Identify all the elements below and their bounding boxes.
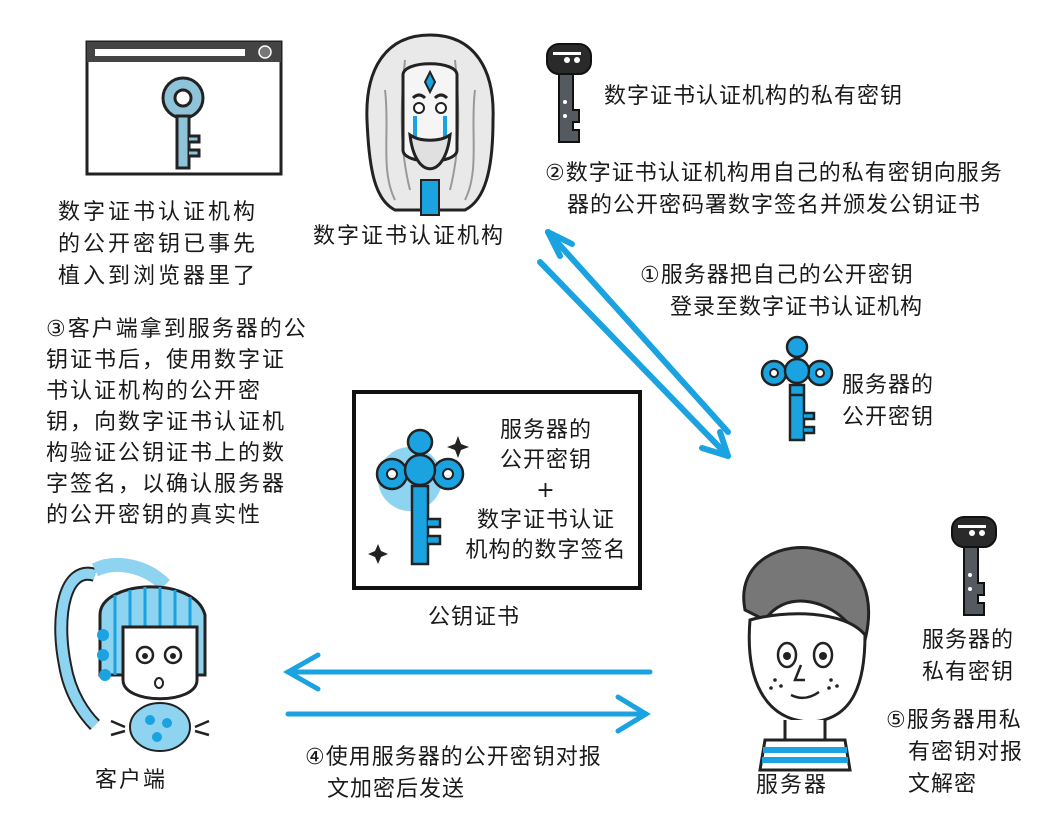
arrow-to-server (537, 259, 731, 459)
browser-window-illustration (85, 40, 283, 176)
arrow-to-client (282, 652, 653, 692)
certificate-label: 公钥证书 (428, 605, 521, 630)
ca-private-key-icon (546, 43, 592, 143)
server-public-key-label: 服务器的 公开密钥 (842, 373, 935, 430)
step3-text: ③客户端拿到服务器的公 钥证书后，使用数字证 书认证机构的公开密 钥，向数字证书… (46, 317, 308, 528)
certificate-key-icon (368, 428, 469, 566)
arrow-to-server-bottom (285, 694, 651, 734)
server-public-key-icon (760, 335, 834, 442)
step2-text: ②数字证书认证机构用自己的私有密钥向服务 器的公开密码署数字签名并颁发公钥证书 (545, 161, 1003, 218)
client-figure-illustration (54, 558, 210, 752)
server-label: 服务器 (756, 773, 829, 798)
step5-text: ⑤服务器用私 有密钥对报 文解密 (886, 708, 1024, 797)
step1-text: ①服务器把自己的公开密钥 登录至数字证书认证机构 (640, 263, 924, 320)
browser-public-key-icon (161, 76, 205, 170)
ca-name-label: 数字证书认证机构 (313, 224, 506, 249)
ca-figure-illustration (365, 33, 495, 216)
ca-private-key-label: 数字证书认证机构的私有密钥 (604, 84, 904, 109)
browser-key-note: 数字证书认证机构 的公开密钥已事先 植入到浏览器里了 (58, 200, 259, 289)
server-figure-illustration (742, 546, 871, 772)
public-key-certificate: 服务器的 公开密钥 + 数字证书认证 机构的数字签名 (352, 390, 642, 590)
arrow-to-ca (545, 229, 731, 435)
client-label: 客户端 (95, 768, 168, 793)
step4-text: ④使用服务器的公开密钥对报 文加密后发送 (305, 745, 602, 802)
certificate-content: 服务器的 公开密钥 + 数字证书认证 机构的数字签名 (465, 418, 627, 563)
server-private-key-icon (951, 516, 997, 616)
server-private-key-label: 服务器的 私有密钥 (922, 628, 1015, 685)
